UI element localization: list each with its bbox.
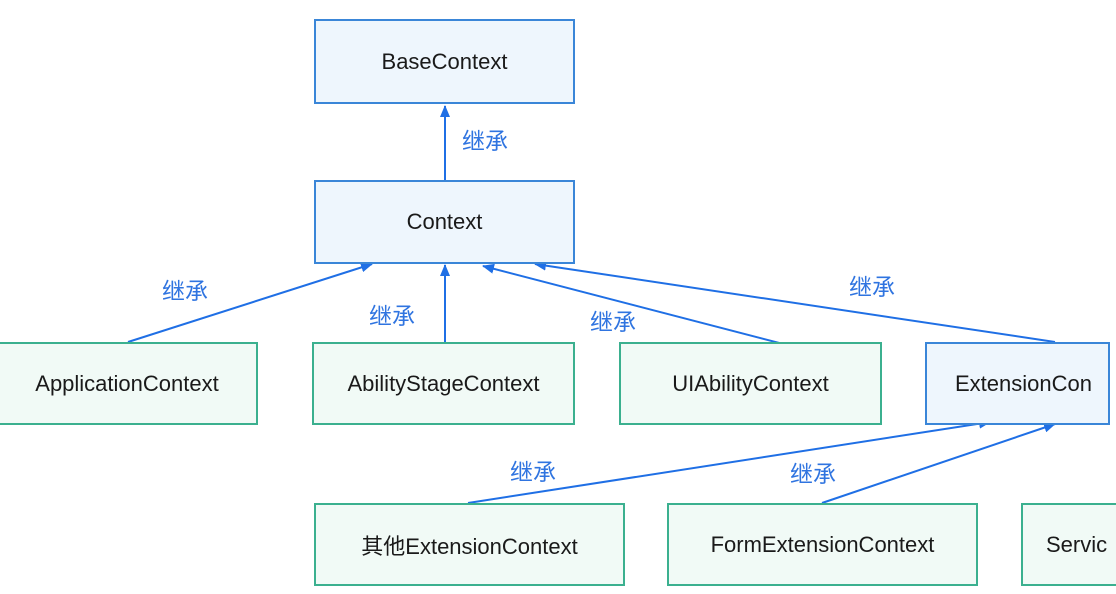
application-context-label: ApplicationContext: [35, 370, 219, 396]
arrow-application-to-context: [127, 262, 373, 343]
base-context-label: BaseContext: [381, 48, 508, 74]
extension-context-label: ExtensionCon: [955, 370, 1092, 396]
arrow-other-extension-to-extension: [467, 418, 991, 504]
ui-ability-context-node: UIAbilityContext: [619, 342, 882, 425]
edge-label-ability-stage-to-context: 继承: [369, 303, 415, 329]
ability-stage-context-label: AbilityStageContext: [347, 370, 540, 396]
edge-label-other-extension-to-extension: 继承: [510, 459, 556, 485]
edge-label-form-extension-to-extension: 继承: [790, 461, 836, 487]
context-label: Context: [406, 209, 483, 234]
arrow-form-extension-to-extension: [821, 422, 1056, 504]
service-extension-context-label: Servic: [1046, 531, 1108, 557]
service-extension-context-node: Servic: [1021, 503, 1116, 586]
ui-ability-context-label: UIAbilityContext: [672, 370, 829, 396]
form-extension-context-node: FormExtensionContext: [667, 503, 978, 586]
arrow-extension-to-context: [534, 260, 1056, 343]
application-context-node: ApplicationContext: [0, 342, 258, 425]
arrow-ui-ability-to-context: [482, 263, 788, 346]
context-node: Context: [314, 180, 575, 264]
form-extension-context-label: FormExtensionContext: [710, 531, 935, 557]
edge-label-extension-to-context: 继承: [849, 274, 895, 300]
edge-label-context-to-base: 继承: [462, 128, 508, 154]
ability-stage-context-node: AbilityStageContext: [312, 342, 575, 425]
other-extension-context-node: 其他ExtensionContext: [314, 503, 625, 586]
edge-label-ui-ability-to-context: 继承: [590, 309, 636, 335]
extension-context-node: ExtensionCon: [925, 342, 1110, 425]
other-extension-context-label: 其他ExtensionContext: [361, 533, 578, 559]
edge-label-application-to-context: 继承: [162, 278, 208, 304]
base-context-node: BaseContext: [314, 19, 575, 104]
